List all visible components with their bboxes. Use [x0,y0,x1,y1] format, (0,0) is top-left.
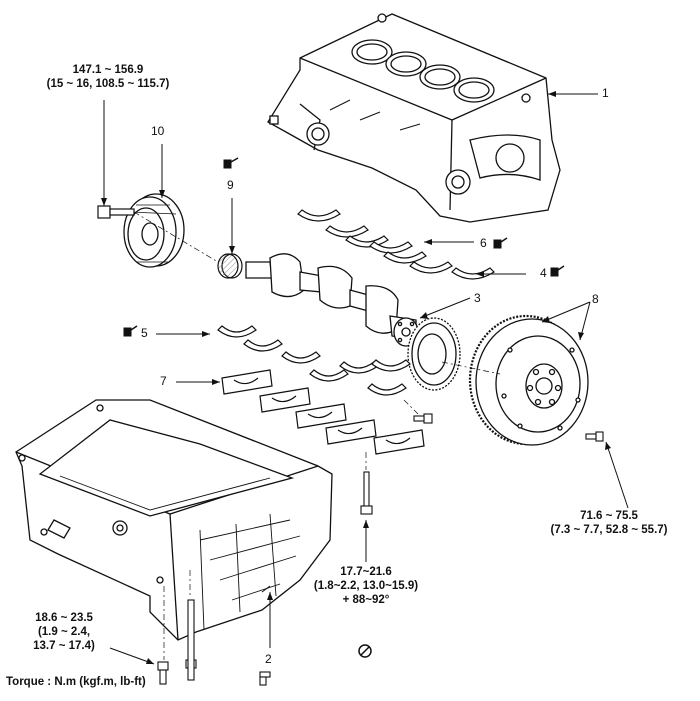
cylinder-block [267,13,561,223]
torque-units-note: Torque : N.m (kgf.m, lb-ft) [6,676,146,688]
torque-line: (1.8~2.2, 13.0~15.9) [313,579,419,592]
signal-ring [407,317,461,391]
bearing-cap-bolt [360,471,373,515]
part-number-4: 4 [540,266,547,280]
oil-can-icon [123,325,138,337]
oil-can-icon [493,237,508,249]
part-number-7: 7 [160,374,167,388]
part-number-6: 6 [480,236,487,250]
torque-spec-bearing-cap-bolt: 17.7~21.6 (1.8~2.2, 13.0~15.9) + 88~92° [296,566,436,607]
part-number-3: 3 [474,291,481,305]
crankshaft [245,253,419,347]
torque-spec-oil-pan-bolt: 18.6 ~ 23.5 (1.9 ~ 2.4, 13.7 ~ 17.4) [14,612,114,653]
pulley-bolt [97,205,135,219]
part-number-9: 9 [227,178,234,192]
oil-can-icon [223,157,239,169]
torque-line: 17.7~21.6 [340,566,392,578]
centre-lines [133,211,501,660]
part-number-10: 10 [151,124,165,138]
torque-line: 71.6 ~ 75.5 [580,510,638,522]
lower-crankcase [15,399,333,641]
torque-line: (15 ~ 16, 108.5 ~ 115.7) [46,77,170,90]
flywheel-bolt [585,431,604,442]
main-bearing-caps [221,369,425,455]
oil-can-icon [550,265,565,277]
torque-line: 13.7 ~ 17.4) [33,639,95,652]
do-not-reuse-icon [358,644,372,658]
crankshaft-pulley [123,193,185,268]
torque-spec-flywheel-bolt: 71.6 ~ 75.5 (7.3 ~ 7.7, 52.8 ~ 55.7) [524,510,694,538]
upper-main-bearings [297,209,495,280]
part-number-8: 8 [592,292,599,306]
cap-bolt-small [413,413,433,424]
part-number-2: 2 [265,652,272,666]
torque-spec-pulley-bolt: 147.1 ~ 156.9 (15 ~ 16, 108.5 ~ 115.7) [18,64,198,92]
torque-line: + 88~92° [342,593,390,606]
flywheel [468,314,589,446]
crankshaft-sprocket [217,253,243,279]
lower-main-bearings [217,325,411,396]
part-number-1: 1 [602,86,609,100]
part-number-5: 5 [141,326,148,340]
oil-pan-bolts [157,599,271,686]
torque-line: (1.9 ~ 2.4, [37,625,91,638]
torque-line: 147.1 ~ 156.9 [72,64,144,76]
torque-line: (7.3 ~ 7.7, 52.8 ~ 55.7) [550,523,668,536]
torque-line: 18.6 ~ 23.5 [35,612,93,624]
leader-arrows [101,91,611,664]
